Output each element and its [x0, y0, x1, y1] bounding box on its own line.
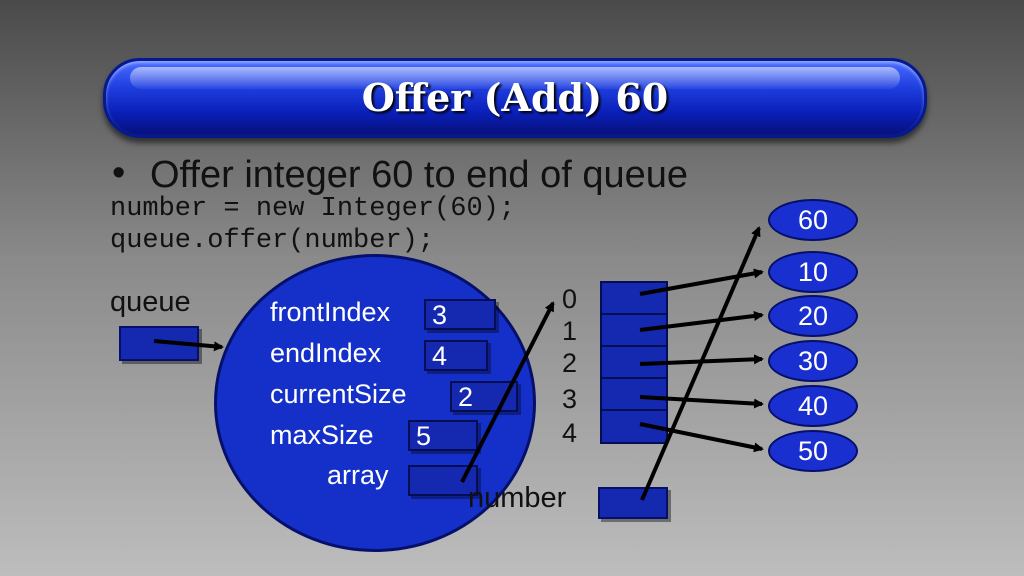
code-line-1: number = new Integer(60); — [110, 194, 516, 224]
field-value-endIndex: 4 — [432, 341, 448, 371]
array-index-3: 3 — [562, 384, 578, 414]
field-label-array: array — [327, 460, 389, 490]
field-label-currentSize: currentSize — [270, 379, 407, 409]
array-index-1: 1 — [562, 316, 578, 346]
arrow-array-to-cells — [460, 301, 555, 483]
field-box-endIndex: 4 — [424, 340, 488, 371]
integer-node-50: 50 — [768, 430, 858, 472]
bullet-dot-icon: • — [112, 152, 126, 194]
array-index-2: 2 — [562, 348, 578, 378]
queue-label: queue — [110, 286, 191, 318]
integer-node-30: 30 — [768, 340, 858, 382]
title-shine — [130, 67, 900, 89]
bullet-text: Offer integer 60 to end of queue — [150, 154, 689, 196]
arrow-number-to-60 — [640, 226, 761, 501]
field-box-maxSize: 5 — [408, 420, 478, 451]
integer-node-60: 60 — [768, 199, 858, 241]
number-label: number — [468, 482, 567, 514]
field-value-frontIndex: 3 — [432, 300, 448, 330]
integer-node-20: 20 — [768, 295, 858, 337]
array-index-0: 0 — [562, 284, 578, 314]
title-banner: Offer (Add) 60 — [103, 58, 927, 138]
arrow-queue-to-object — [153, 339, 224, 352]
field-value-maxSize: 5 — [416, 421, 432, 451]
array-index-4: 4 — [562, 418, 578, 448]
field-label-endIndex: endIndex — [270, 338, 382, 368]
arrow-cell0-to-10 — [639, 268, 764, 296]
field-value-currentSize: 2 — [458, 382, 474, 412]
arrow-cell3-to-40 — [639, 395, 764, 409]
field-label-frontIndex: frontIndex — [270, 297, 391, 327]
integer-node-40: 40 — [768, 385, 858, 427]
field-label-maxSize: maxSize — [270, 420, 374, 450]
field-box-frontIndex: 3 — [424, 299, 496, 330]
arrow-cell1-to-20 — [639, 311, 764, 332]
integer-node-10: 10 — [768, 251, 858, 293]
array-cell-3 — [600, 377, 668, 412]
slide-title: Offer (Add) 60 — [361, 75, 669, 120]
code-line-2: queue.offer(number); — [110, 226, 435, 256]
arrow-cell4-to-50 — [639, 422, 764, 453]
number-reference-box — [598, 487, 668, 519]
